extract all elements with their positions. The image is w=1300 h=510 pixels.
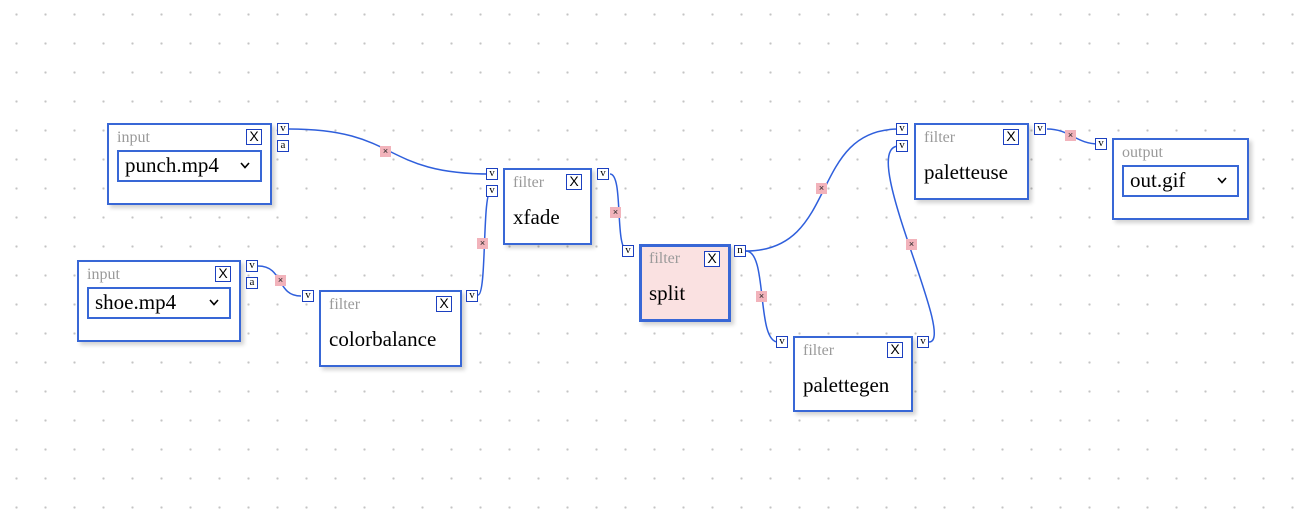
close-button[interactable]: X <box>215 266 231 282</box>
port-out-video[interactable]: v <box>597 168 609 180</box>
node-type-label: input <box>117 129 150 146</box>
selected-file: shoe.mp4 <box>95 290 177 314</box>
filter-name: colorbalance <box>329 327 437 351</box>
close-button[interactable]: X <box>887 342 903 358</box>
port-in-video-1[interactable]: v <box>486 168 498 180</box>
node-type-label: output <box>1122 144 1163 161</box>
port-in-video[interactable]: v <box>622 245 634 257</box>
filter-node-colorbalance[interactable]: filter X colorbalance <box>319 290 462 367</box>
output-file-select[interactable]: out.gif <box>1122 165 1239 197</box>
cut-link-button[interactable]: × <box>275 275 286 286</box>
filter-name: paletteuse <box>924 160 1008 184</box>
filter-node-xfade[interactable]: filter X xfade <box>503 168 592 245</box>
port-out-video[interactable]: v <box>277 123 289 135</box>
port-out-audio[interactable]: a <box>246 277 258 289</box>
close-button[interactable]: X <box>1003 129 1019 145</box>
port-in-video-2[interactable]: v <box>896 140 908 152</box>
close-button[interactable]: X <box>704 251 720 267</box>
selected-file: punch.mp4 <box>125 153 219 177</box>
close-button[interactable]: X <box>436 296 452 312</box>
input-file-select[interactable]: shoe.mp4 <box>87 287 231 319</box>
port-in-video[interactable]: v <box>302 290 314 302</box>
filter-name: xfade <box>513 205 560 229</box>
cut-link-button[interactable]: × <box>1065 130 1076 141</box>
selected-file: out.gif <box>1130 168 1186 192</box>
port-out-video[interactable]: v <box>246 260 258 272</box>
cut-link-button[interactable]: × <box>477 238 488 249</box>
port-out-multi[interactable]: n <box>734 245 746 257</box>
node-type-label: filter <box>803 342 835 359</box>
close-button[interactable]: X <box>566 174 582 190</box>
port-out-video[interactable]: v <box>466 290 478 302</box>
filter-node-palettegen[interactable]: filter X palettegen <box>793 336 913 412</box>
filter-name: palettegen <box>803 373 890 397</box>
filter-node-paletteuse[interactable]: filter X paletteuse <box>914 123 1029 200</box>
node-type-label: filter <box>513 174 545 191</box>
cut-link-button[interactable]: × <box>906 239 917 250</box>
node-type-label: filter <box>924 129 956 146</box>
chevron-down-icon <box>240 162 250 169</box>
port-out-video[interactable]: v <box>917 336 929 348</box>
cut-link-button[interactable]: × <box>610 207 621 218</box>
input-file-select[interactable]: punch.mp4 <box>117 150 262 182</box>
cut-link-button[interactable]: × <box>380 146 391 157</box>
port-in-video-1[interactable]: v <box>896 123 908 135</box>
input-node-punch[interactable]: input X punch.mp4 <box>107 123 272 205</box>
cut-link-button[interactable]: × <box>816 183 827 194</box>
filter-node-split[interactable]: filter X split <box>639 244 731 322</box>
port-in-video[interactable]: v <box>776 336 788 348</box>
chevron-down-icon <box>1217 177 1227 184</box>
port-out-audio[interactable]: a <box>277 140 289 152</box>
chevron-down-icon <box>209 299 219 306</box>
close-button[interactable]: X <box>246 129 262 145</box>
node-type-label: filter <box>329 296 361 313</box>
filter-name: split <box>649 281 686 305</box>
output-node[interactable]: output X out.gif <box>1112 138 1249 220</box>
input-node-shoe[interactable]: input X shoe.mp4 <box>77 260 241 342</box>
node-type-label: input <box>87 266 120 283</box>
node-type-label: filter <box>649 250 681 267</box>
port-in-video-2[interactable]: v <box>486 185 498 197</box>
cut-link-button[interactable]: × <box>756 291 767 302</box>
port-out-video[interactable]: v <box>1034 123 1046 135</box>
port-in-video[interactable]: v <box>1095 138 1107 150</box>
